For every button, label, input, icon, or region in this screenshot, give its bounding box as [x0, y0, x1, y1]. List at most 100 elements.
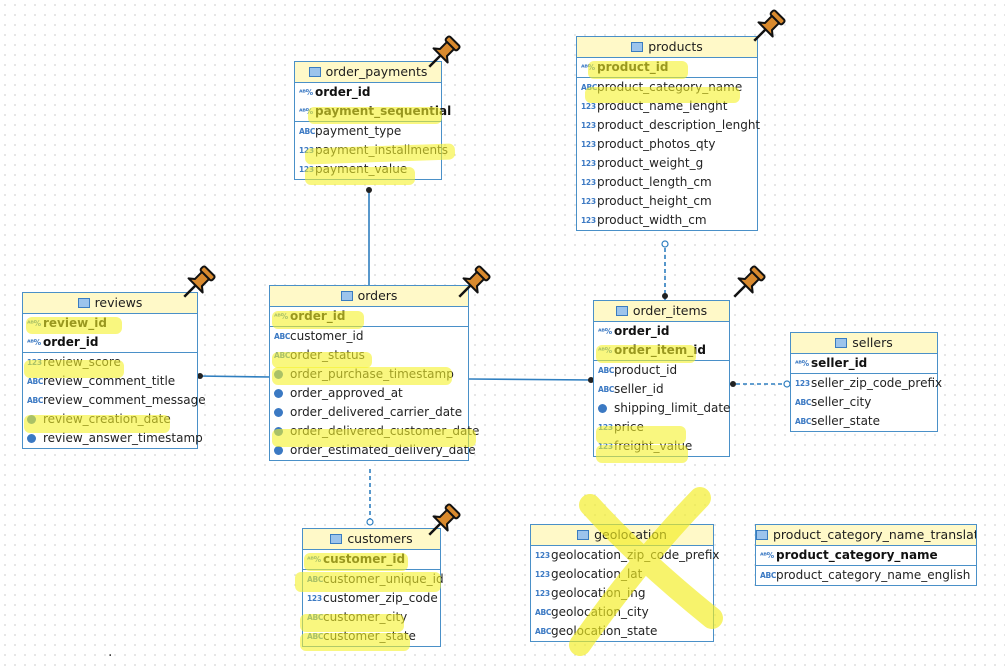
column-name: seller_zip_code_prefix — [811, 376, 943, 390]
column-name: product_description_lenght — [597, 118, 761, 132]
table-title: product_category_name_translation — [773, 527, 976, 542]
numeric-type-icon: 123 — [581, 102, 596, 111]
column-name: seller_city — [811, 395, 872, 409]
key-icon: ᴬᴮ% — [27, 338, 41, 347]
table-header: reviews — [23, 293, 197, 314]
column-name: product_category_name_english — [776, 568, 971, 582]
table-column[interactable]: 123product_weight_g — [577, 154, 757, 173]
table-title: order_items — [632, 303, 708, 318]
table-column[interactable]: review_answer_timestamp — [23, 429, 203, 448]
table-column[interactable]: ABCcustomer_id — [270, 327, 468, 346]
table-column[interactable]: ABCseller_city — [791, 393, 937, 412]
table-header: sellers — [791, 333, 937, 354]
table-header: products — [577, 37, 757, 58]
text-type-icon: ABC — [598, 366, 615, 375]
primary-key-section: ᴬᴮ%seller_id — [791, 354, 937, 374]
column-name: product_id — [614, 363, 678, 377]
column-name: order_delivered_carrier_date — [290, 405, 463, 419]
numeric-type-icon: 123 — [581, 216, 596, 225]
table-icon — [835, 338, 848, 348]
column-name: seller_id — [811, 356, 868, 370]
datetime-icon — [598, 404, 607, 413]
column-name: seller_id — [614, 382, 664, 396]
primary-key-section: ᴬᴮ%product_category_name — [756, 546, 976, 566]
table-column[interactable]: order_approved_at — [270, 384, 468, 403]
table-column[interactable]: 123customer_zip_code — [303, 589, 440, 608]
table-column[interactable]: 123seller_zip_code_prefix — [791, 374, 942, 393]
numeric-type-icon: 123 — [581, 197, 596, 206]
table-header: order_payments — [295, 62, 441, 83]
table-header: orders — [270, 286, 468, 307]
table-translation[interactable]: product_category_name_translation ᴬᴮ%prod… — [755, 524, 977, 586]
table-title: products — [648, 39, 703, 54]
primary-key-column[interactable]: ᴬᴮ%order_id — [23, 333, 197, 352]
table-header: customers — [303, 529, 440, 550]
table-column[interactable]: 123product_length_cm — [577, 173, 757, 192]
text-type-icon: ABC — [760, 571, 777, 580]
table-icon — [308, 67, 321, 77]
column-name: order_id — [43, 335, 99, 349]
pushpin-icon — [753, 9, 786, 42]
numeric-type-icon: 123 — [795, 379, 810, 388]
key-icon: ᴬᴮ% — [299, 88, 313, 97]
primary-key-column[interactable]: ᴬᴮ%order_id — [594, 322, 729, 341]
table-column[interactable]: ABCreview_comment_message — [23, 391, 206, 410]
table-column[interactable]: 123product_height_cm — [577, 192, 757, 211]
text-type-icon: ABC — [274, 332, 291, 341]
table-column[interactable]: shipping_limit_date — [594, 399, 730, 418]
table-icon — [340, 291, 353, 301]
text-type-icon: ABC — [27, 377, 44, 386]
rel-orders-items — [468, 378, 595, 381]
table-title: reviews — [94, 295, 143, 310]
key-icon: ᴬᴮ% — [299, 107, 313, 116]
column-name: order_approved_at — [290, 386, 403, 400]
table-title: order_payments — [325, 64, 428, 79]
pushpin-icon — [183, 265, 216, 298]
table-column[interactable]: 123product_description_lenght — [577, 116, 761, 135]
numeric-type-icon: 123 — [581, 159, 596, 168]
stray-dot: · — [108, 648, 113, 664]
table-column[interactable]: ABCpayment_type — [295, 122, 441, 141]
datetime-icon — [274, 446, 283, 455]
text-type-icon: ABC — [535, 608, 552, 617]
primary-key-column[interactable]: ᴬᴮ%order_id — [295, 83, 441, 102]
text-type-icon: ABC — [795, 417, 812, 426]
column-name: product_photos_qty — [597, 137, 716, 151]
datetime-icon — [27, 434, 36, 443]
primary-key-column[interactable]: ᴬᴮ%seller_id — [791, 354, 937, 373]
columns-section: ABCproduct_category_name_english — [756, 566, 976, 585]
table-column[interactable]: ABCproduct_category_name_english — [756, 566, 976, 585]
text-type-icon: ABC — [795, 398, 812, 407]
table-icon — [756, 530, 768, 540]
numeric-type-icon: 123 — [535, 589, 550, 598]
text-type-icon: ABC — [535, 627, 552, 636]
key-icon: ᴬᴮ% — [795, 359, 809, 368]
datetime-icon — [274, 389, 283, 398]
key-icon: ᴬᴮ% — [760, 551, 774, 560]
column-name: product_category_name — [776, 548, 938, 562]
column-name: order_id — [614, 324, 670, 338]
numeric-type-icon: 123 — [535, 551, 550, 560]
numeric-type-icon: 123 — [535, 570, 550, 579]
column-name: review_comment_message — [43, 393, 206, 407]
pushpin-icon — [733, 265, 766, 298]
column-name: customer_zip_code — [323, 591, 438, 605]
table-column[interactable]: 123product_width_cm — [577, 211, 757, 230]
primary-key-column[interactable]: ᴬᴮ%product_category_name — [756, 546, 976, 565]
column-name: product_width_cm — [597, 213, 707, 227]
table-column[interactable]: ABCseller_id — [594, 380, 729, 399]
column-name: product_height_cm — [597, 194, 712, 208]
table-column[interactable]: 123product_photos_qty — [577, 135, 757, 154]
table-icon — [77, 298, 90, 308]
column-name: review_answer_timestamp — [43, 431, 203, 445]
table-column[interactable]: order_delivered_carrier_date — [270, 403, 468, 422]
table-column[interactable]: ABCproduct_id — [594, 361, 729, 380]
column-name: order_id — [315, 85, 371, 99]
table-icon — [577, 530, 590, 540]
table-header: order_items — [594, 301, 729, 322]
table-column[interactable]: ABCseller_state — [791, 412, 937, 431]
table-title: customers — [347, 531, 413, 546]
